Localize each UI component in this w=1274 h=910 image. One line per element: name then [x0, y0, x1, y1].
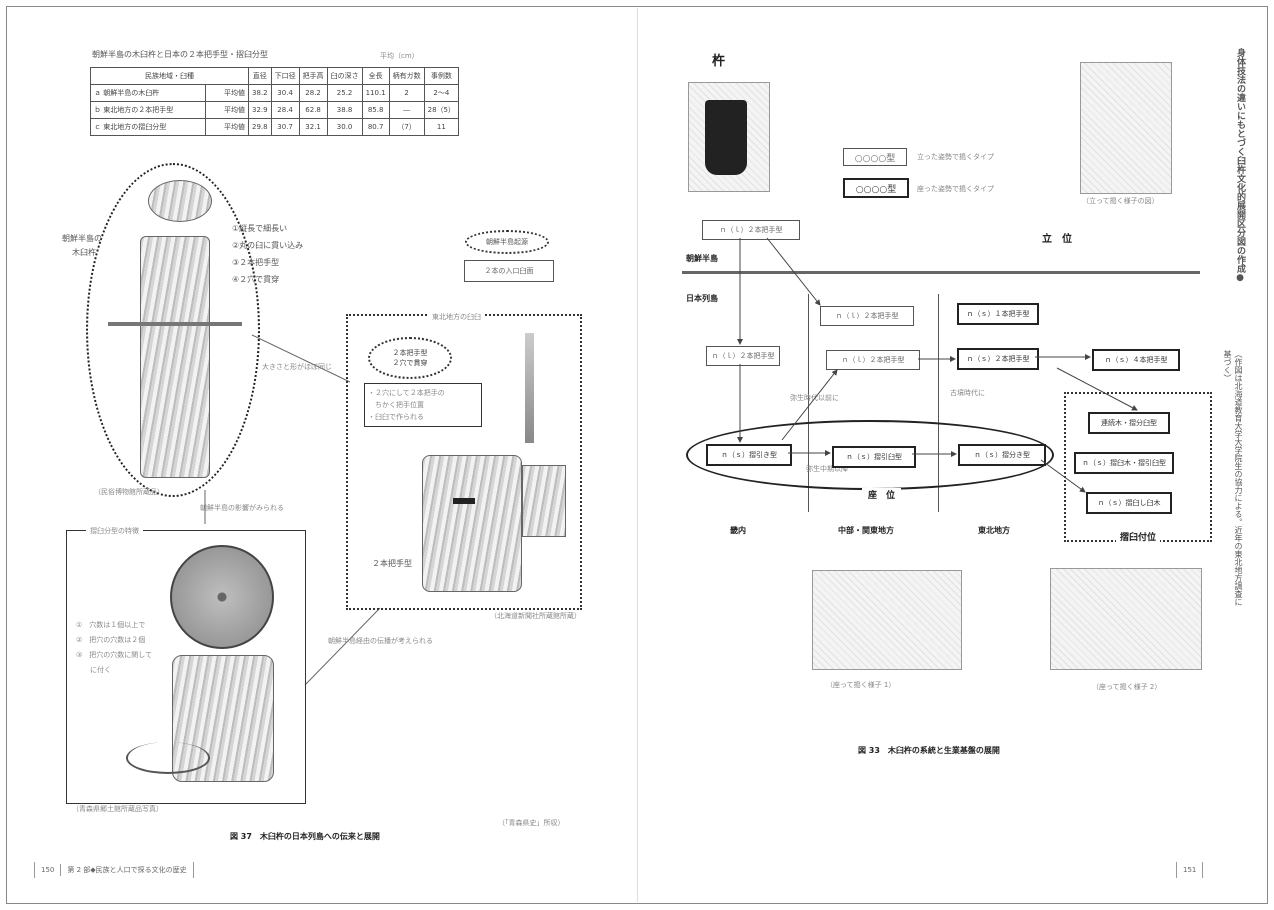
- left-footer: 150 第 2 部◆民族と人口で探る文化の歴史: [34, 862, 194, 878]
- arrow-line: [1057, 368, 1137, 410]
- connector-line: [252, 335, 350, 382]
- region-label-tohoku: 東北地方: [978, 525, 1010, 536]
- bottom-arrow-label: 朝鮮半島経由の伝播が考えられる: [328, 636, 433, 646]
- left-credit: （「青森県史」所収）: [498, 818, 565, 828]
- pestle-image: [525, 333, 534, 443]
- mill-feature: ① 穴数は１個以上で: [76, 618, 152, 633]
- arrow-label-2: 朝鮮半島の影響がみられる: [200, 503, 284, 513]
- arrow-line: [782, 370, 837, 440]
- mill-features: ① 穴数は１個以上で ② 把穴の穴数は２個 ③ 把穴の穴数に関して に付く: [76, 618, 152, 678]
- left-page-number: 150: [41, 866, 54, 874]
- mill-box-title: 摺臼分型の特徴: [86, 526, 143, 536]
- japan-mortar-image: [422, 455, 522, 592]
- japan-note-line: ・２穴にして２本把手の: [368, 387, 478, 399]
- millstone-top-image: [170, 545, 274, 649]
- region-label-kinai: 畿内: [730, 525, 746, 536]
- japan-tag: ２本把手型: [372, 558, 412, 569]
- mill-handle-loop: [126, 742, 210, 774]
- seated-caption-2: （座って搗く様子 2）: [1092, 682, 1161, 692]
- origin-oval: 朝鮮半島起源: [465, 230, 549, 254]
- mortar-mark: [453, 498, 475, 504]
- mortar-detail-image: [522, 465, 566, 537]
- right-page-number: 151: [1183, 866, 1196, 874]
- left-footer-chapter: 第 2 部◆民族と人口で探る文化の歴史: [67, 865, 186, 875]
- mill-feature: ② 把穴の穴数は２個: [76, 633, 152, 648]
- right-figure-caption: 図 33 木臼杵の系統と生業基盤の展開: [858, 745, 1000, 756]
- answer-box: ２本の入口臼面: [464, 260, 554, 282]
- region-label-chubu: 中部・関東地方: [838, 525, 894, 536]
- japan-note: ・２穴にして２本把手の ちかく把手位置 ・臼臼で作られる: [364, 383, 482, 427]
- footer-divider: [60, 864, 61, 876]
- japan-oval-line: ２穴で貫穿: [393, 358, 428, 368]
- seated-scene-right: [1050, 568, 1202, 670]
- japan-note-line: ちかく把手位置: [368, 399, 478, 411]
- mill-feature: ③ 把穴の穴数に関して: [76, 648, 152, 663]
- japan-caption: （北海道新聞社所蔵館所蔵）: [490, 611, 581, 621]
- diagram-arrows: [637, 0, 1274, 910]
- japan-note-line: ・臼臼で作られる: [368, 411, 478, 423]
- arrow-label-1: 大きさと形がほぼ同じ: [262, 362, 332, 372]
- connector-line: [305, 608, 380, 685]
- seated-caption-1: （座って搗く様子 1）: [826, 680, 895, 690]
- arrow-line: [767, 238, 820, 305]
- right-footer: 151: [1176, 862, 1203, 878]
- japan-oval-line: ２本把手型: [393, 348, 428, 358]
- arrow-line: [1041, 460, 1085, 492]
- mill-caption: （青森県郷土館所蔵品写真）: [72, 804, 163, 814]
- japan-box-title: 東北地方の臼臼: [428, 312, 485, 322]
- seated-scene-left: [812, 570, 962, 670]
- mill-feature: に付く: [76, 663, 152, 678]
- left-figure-caption: 図 37 木臼杵の日本列島への伝来と展開: [230, 831, 380, 842]
- japan-oval: ２本把手型 ２穴で貫穿: [368, 337, 452, 379]
